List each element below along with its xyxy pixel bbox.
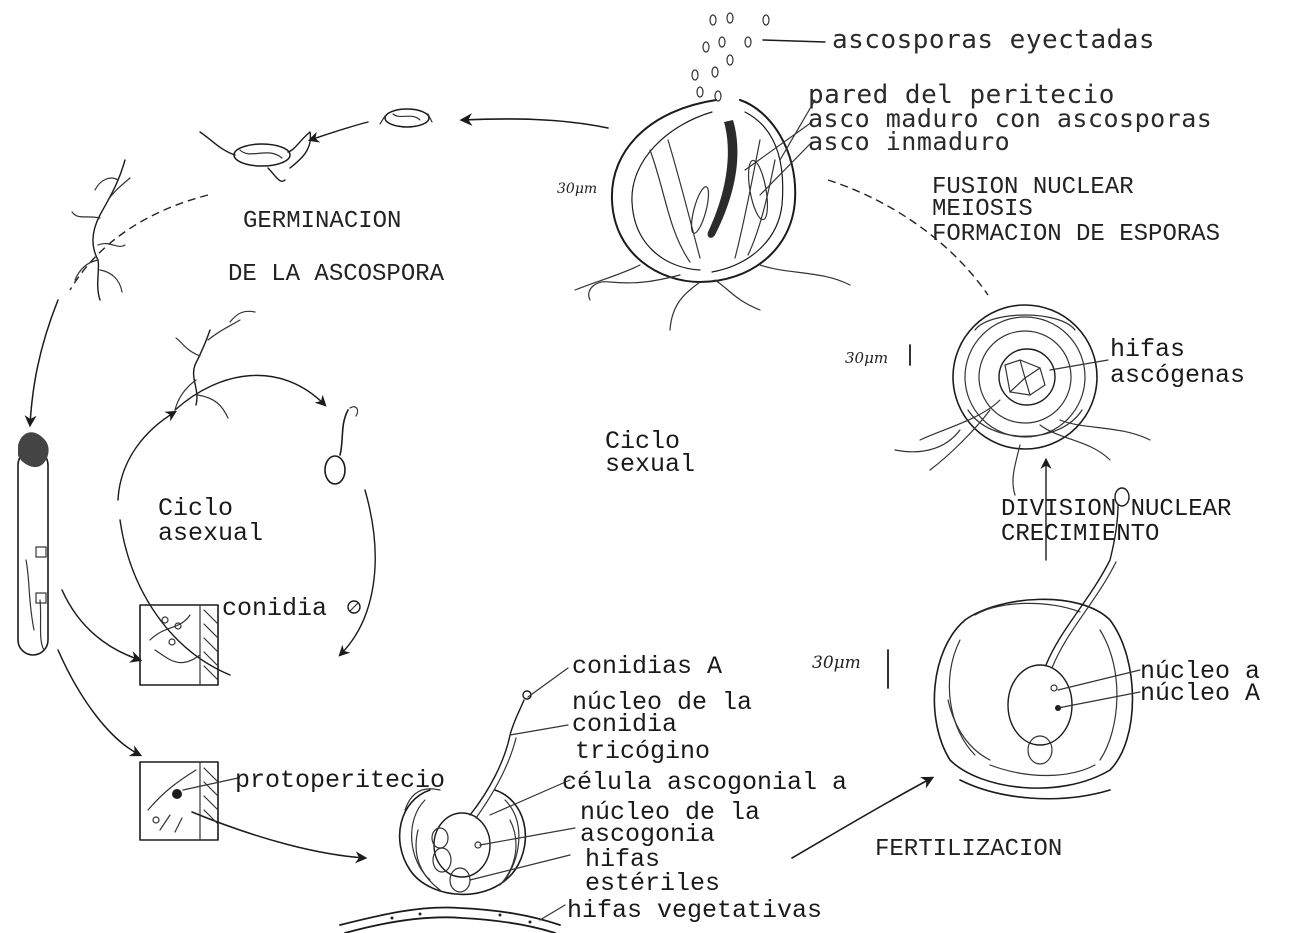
germinating-ascospore [200, 109, 432, 181]
scale-bar-perithecium: 30μm [557, 181, 597, 197]
label-asexual-cycle-2: asexual [158, 519, 263, 548]
branched-mycelium-inner [175, 311, 255, 418]
label-conidia: conidia [222, 594, 327, 623]
perithecium-leaders [745, 100, 815, 195]
label-ascogenous: ascógenas [1110, 361, 1245, 390]
label-fertilization: FERTILIZACION [875, 836, 1062, 863]
label-growth: CRECIMIENTO [1001, 521, 1159, 548]
protoperithecium-fertilization [340, 668, 575, 933]
label-protoperithecium: protoperitecio [235, 766, 445, 795]
germinating-conidium [325, 407, 358, 484]
cycle-arrows [30, 119, 1046, 858]
scale-bar-fertilized: 30μm [812, 653, 861, 673]
label-immature-ascus: asco inmaduro [808, 127, 1010, 156]
ascogenous-perithecium [895, 305, 1150, 495]
label-ascogonial-cell: célula ascogonial a [562, 768, 847, 797]
label-conidium-nucleus-2: conidia [572, 710, 677, 739]
protoperithecium-inset [140, 762, 238, 840]
label-ejected-ascospores: ascosporas eyectadas [832, 25, 1155, 55]
diagram-labels: ascosporas eyectadas pared del peritecio… [158, 25, 1260, 925]
label-conidias-A: conidias A [572, 652, 722, 681]
label-vegetative-hyphae: hifas vegetativas [567, 896, 822, 925]
label-sterile-hyphae-2: estériles [585, 869, 720, 898]
culture-tube [18, 432, 49, 655]
label-of-ascospore: DE LA ASCOSPORA [228, 261, 445, 288]
label-nucleus-A: núcleo A [1140, 679, 1260, 708]
ejected-ascospores [692, 13, 825, 101]
scale-bar-ascogenous: 30μm [845, 349, 888, 367]
label-germination: GERMINACION [243, 208, 401, 235]
label-spore-formation: FORMACION DE ESPORAS [932, 221, 1220, 248]
label-hyphae: hifas [1110, 335, 1185, 364]
label-meiosis: MEIOSIS [932, 196, 1033, 223]
label-nuclear-division: DIVISION NUCLEAR [1001, 496, 1231, 523]
branched-mycelium-upper [72, 160, 130, 300]
label-sexual-cycle-2: sexual [605, 450, 695, 479]
label-trichogyne: tricógino [575, 737, 710, 766]
